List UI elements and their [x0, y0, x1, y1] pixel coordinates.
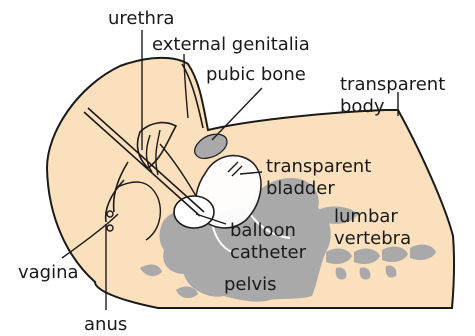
label-transparent-body-line1: transparent	[340, 74, 445, 95]
balloon-shape	[174, 196, 214, 228]
label-pelvis: pelvis	[224, 274, 277, 295]
label-external-genitalia: external genitalia	[152, 34, 310, 55]
label-lumbar-vertebra-line2: vertebra	[334, 228, 411, 249]
label-transparent-body-line2: body	[340, 96, 385, 117]
label-transparent-bladder-line1: transparent	[266, 156, 371, 177]
label-pubic-bone: pubic bone	[206, 64, 306, 85]
label-vagina: vagina	[18, 262, 79, 283]
label-transparent-bladder-line2: bladder	[266, 178, 335, 199]
label-lumbar-vertebra-line1: lumbar	[334, 206, 398, 227]
label-anus: anus	[84, 314, 127, 335]
label-urethra: urethra	[108, 8, 174, 29]
label-balloon-catheter-line1: balloon	[230, 220, 296, 241]
label-balloon-catheter-line2: catheter	[230, 242, 307, 263]
